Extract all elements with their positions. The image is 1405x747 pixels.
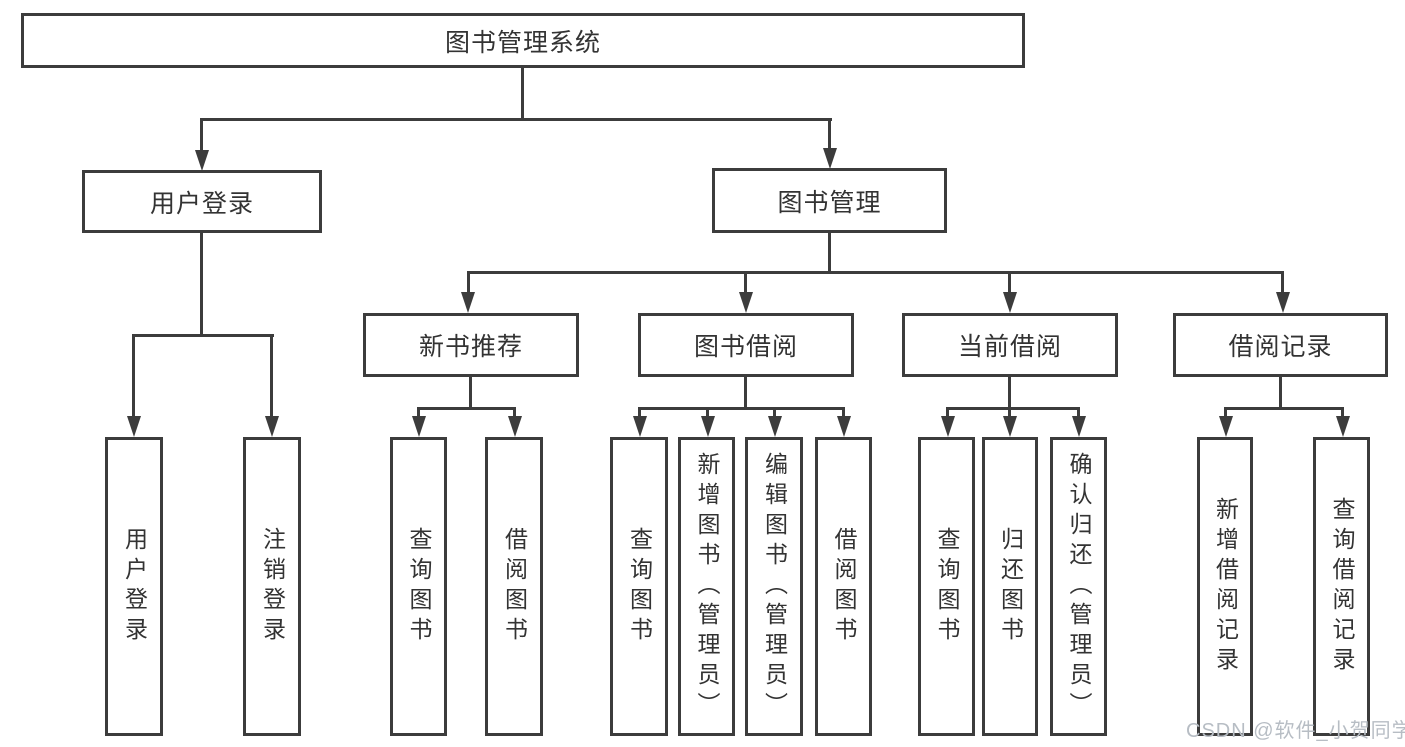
leaf-confirm-return-admin: 确认归还（管理员）: [1050, 437, 1107, 736]
connector-drop-query-record: [1341, 407, 1344, 419]
connector-drop-add-record: [1224, 407, 1227, 419]
leaf-add-book-admin: 新增图书（管理员）: [678, 437, 735, 736]
node-new-book-recommend: 新书推荐: [363, 313, 579, 377]
arrowhead-to-book-borrow: [739, 292, 753, 313]
node-book-borrow: 图书借阅: [638, 313, 854, 377]
node-book-management: 图书管理: [712, 168, 947, 233]
arrowhead-to-leaf-user-login: [127, 416, 141, 437]
connector-drop-query-book-2: [638, 407, 641, 419]
leaf-return-book: 归还图书: [982, 437, 1038, 736]
leaf-query-book-borrow: 查询图书: [610, 437, 668, 736]
leaf-borrow-book: 借阅图书: [815, 437, 872, 736]
arrowhead-to-edit-book: [768, 416, 782, 437]
leaf-query-book-recommend: 查询图书: [390, 437, 447, 736]
arrowhead-to-add-record: [1219, 416, 1233, 437]
leaf-logout: 注销登录: [243, 437, 301, 736]
node-current-borrow: 当前借阅: [902, 313, 1118, 377]
connector-book-management-stem: [828, 233, 831, 274]
leaf-user-login: 用户登录: [105, 437, 163, 736]
connector-current-borrow-stem: [1008, 377, 1011, 409]
connector-drop-new-book-recommend: [467, 271, 470, 295]
arrowhead-to-new-book-recommend: [461, 292, 475, 313]
connector-borrow-record-bus: [1224, 407, 1344, 410]
leaf-edit-book-admin: 编辑图书（管理员）: [745, 437, 803, 736]
arrowhead-to-query-book-2: [633, 416, 647, 437]
connector-drop-query-book-1: [417, 407, 420, 419]
connector-book-borrow-stem: [744, 377, 747, 409]
connector-drop-book-management: [828, 118, 831, 150]
connector-borrow-record-stem: [1279, 377, 1282, 409]
arrowhead-to-borrow-book-1: [508, 416, 522, 437]
leaf-borrow-book-recommend: 借阅图书: [485, 437, 543, 736]
connector-drop-borrow-record: [1281, 271, 1284, 295]
connector-book-borrow-bus: [638, 407, 845, 410]
arrowhead-to-user-login: [195, 150, 209, 171]
connector-drop-borrow-book-1: [513, 407, 516, 419]
arrowhead-to-current-borrow: [1003, 292, 1017, 313]
connector-user-login-stem: [200, 233, 203, 336]
connector-drop-add-book: [706, 407, 709, 419]
connector-user-login-bus: [133, 334, 274, 337]
connector-drop-book-borrow: [744, 271, 747, 295]
node-user-login: 用户登录: [82, 170, 322, 233]
connector-drop-leaf-logout: [270, 334, 273, 418]
arrowhead-to-confirm-return: [1072, 416, 1086, 437]
arrowhead-to-leaf-logout: [265, 416, 279, 437]
arrowhead-to-book-management: [823, 148, 837, 169]
connector-drop-edit-book: [773, 407, 776, 419]
arrowhead-to-query-record: [1336, 416, 1350, 437]
node-library-management-system: 图书管理系统: [21, 13, 1025, 68]
csdn-watermark: CSDN @软件_小贺同学: [1186, 720, 1405, 742]
connector-recommend-stem: [469, 377, 472, 409]
connector-drop-query-book-3: [946, 407, 949, 419]
connector-drop-borrow-book-2: [842, 407, 845, 419]
leaf-add-borrow-record: 新增借阅记录: [1197, 437, 1253, 736]
arrowhead-to-query-book-1: [412, 416, 426, 437]
arrowhead-to-borrow-record: [1276, 292, 1290, 313]
connector-drop-return-book: [1008, 407, 1011, 419]
connector-drop-current-borrow: [1008, 271, 1011, 295]
connector-drop-leaf-user-login: [132, 334, 135, 418]
arrowhead-to-borrow-book-2: [837, 416, 851, 437]
connector-drop-user-login: [200, 118, 203, 152]
arrowhead-to-return-book: [1003, 416, 1017, 437]
connector-level3-bus: [467, 271, 1284, 274]
connector-root-stem: [521, 68, 524, 120]
connector-level1-bus: [200, 118, 832, 121]
connector-recommend-bus: [417, 407, 516, 410]
leaf-query-book-current: 查询图书: [918, 437, 975, 736]
connector-drop-confirm-return: [1077, 407, 1080, 419]
leaf-query-borrow-record: 查询借阅记录: [1313, 437, 1370, 736]
arrowhead-to-query-book-3: [941, 416, 955, 437]
connector-current-borrow-bus: [946, 407, 1080, 410]
node-borrow-record: 借阅记录: [1173, 313, 1388, 377]
arrowhead-to-add-book: [701, 416, 715, 437]
